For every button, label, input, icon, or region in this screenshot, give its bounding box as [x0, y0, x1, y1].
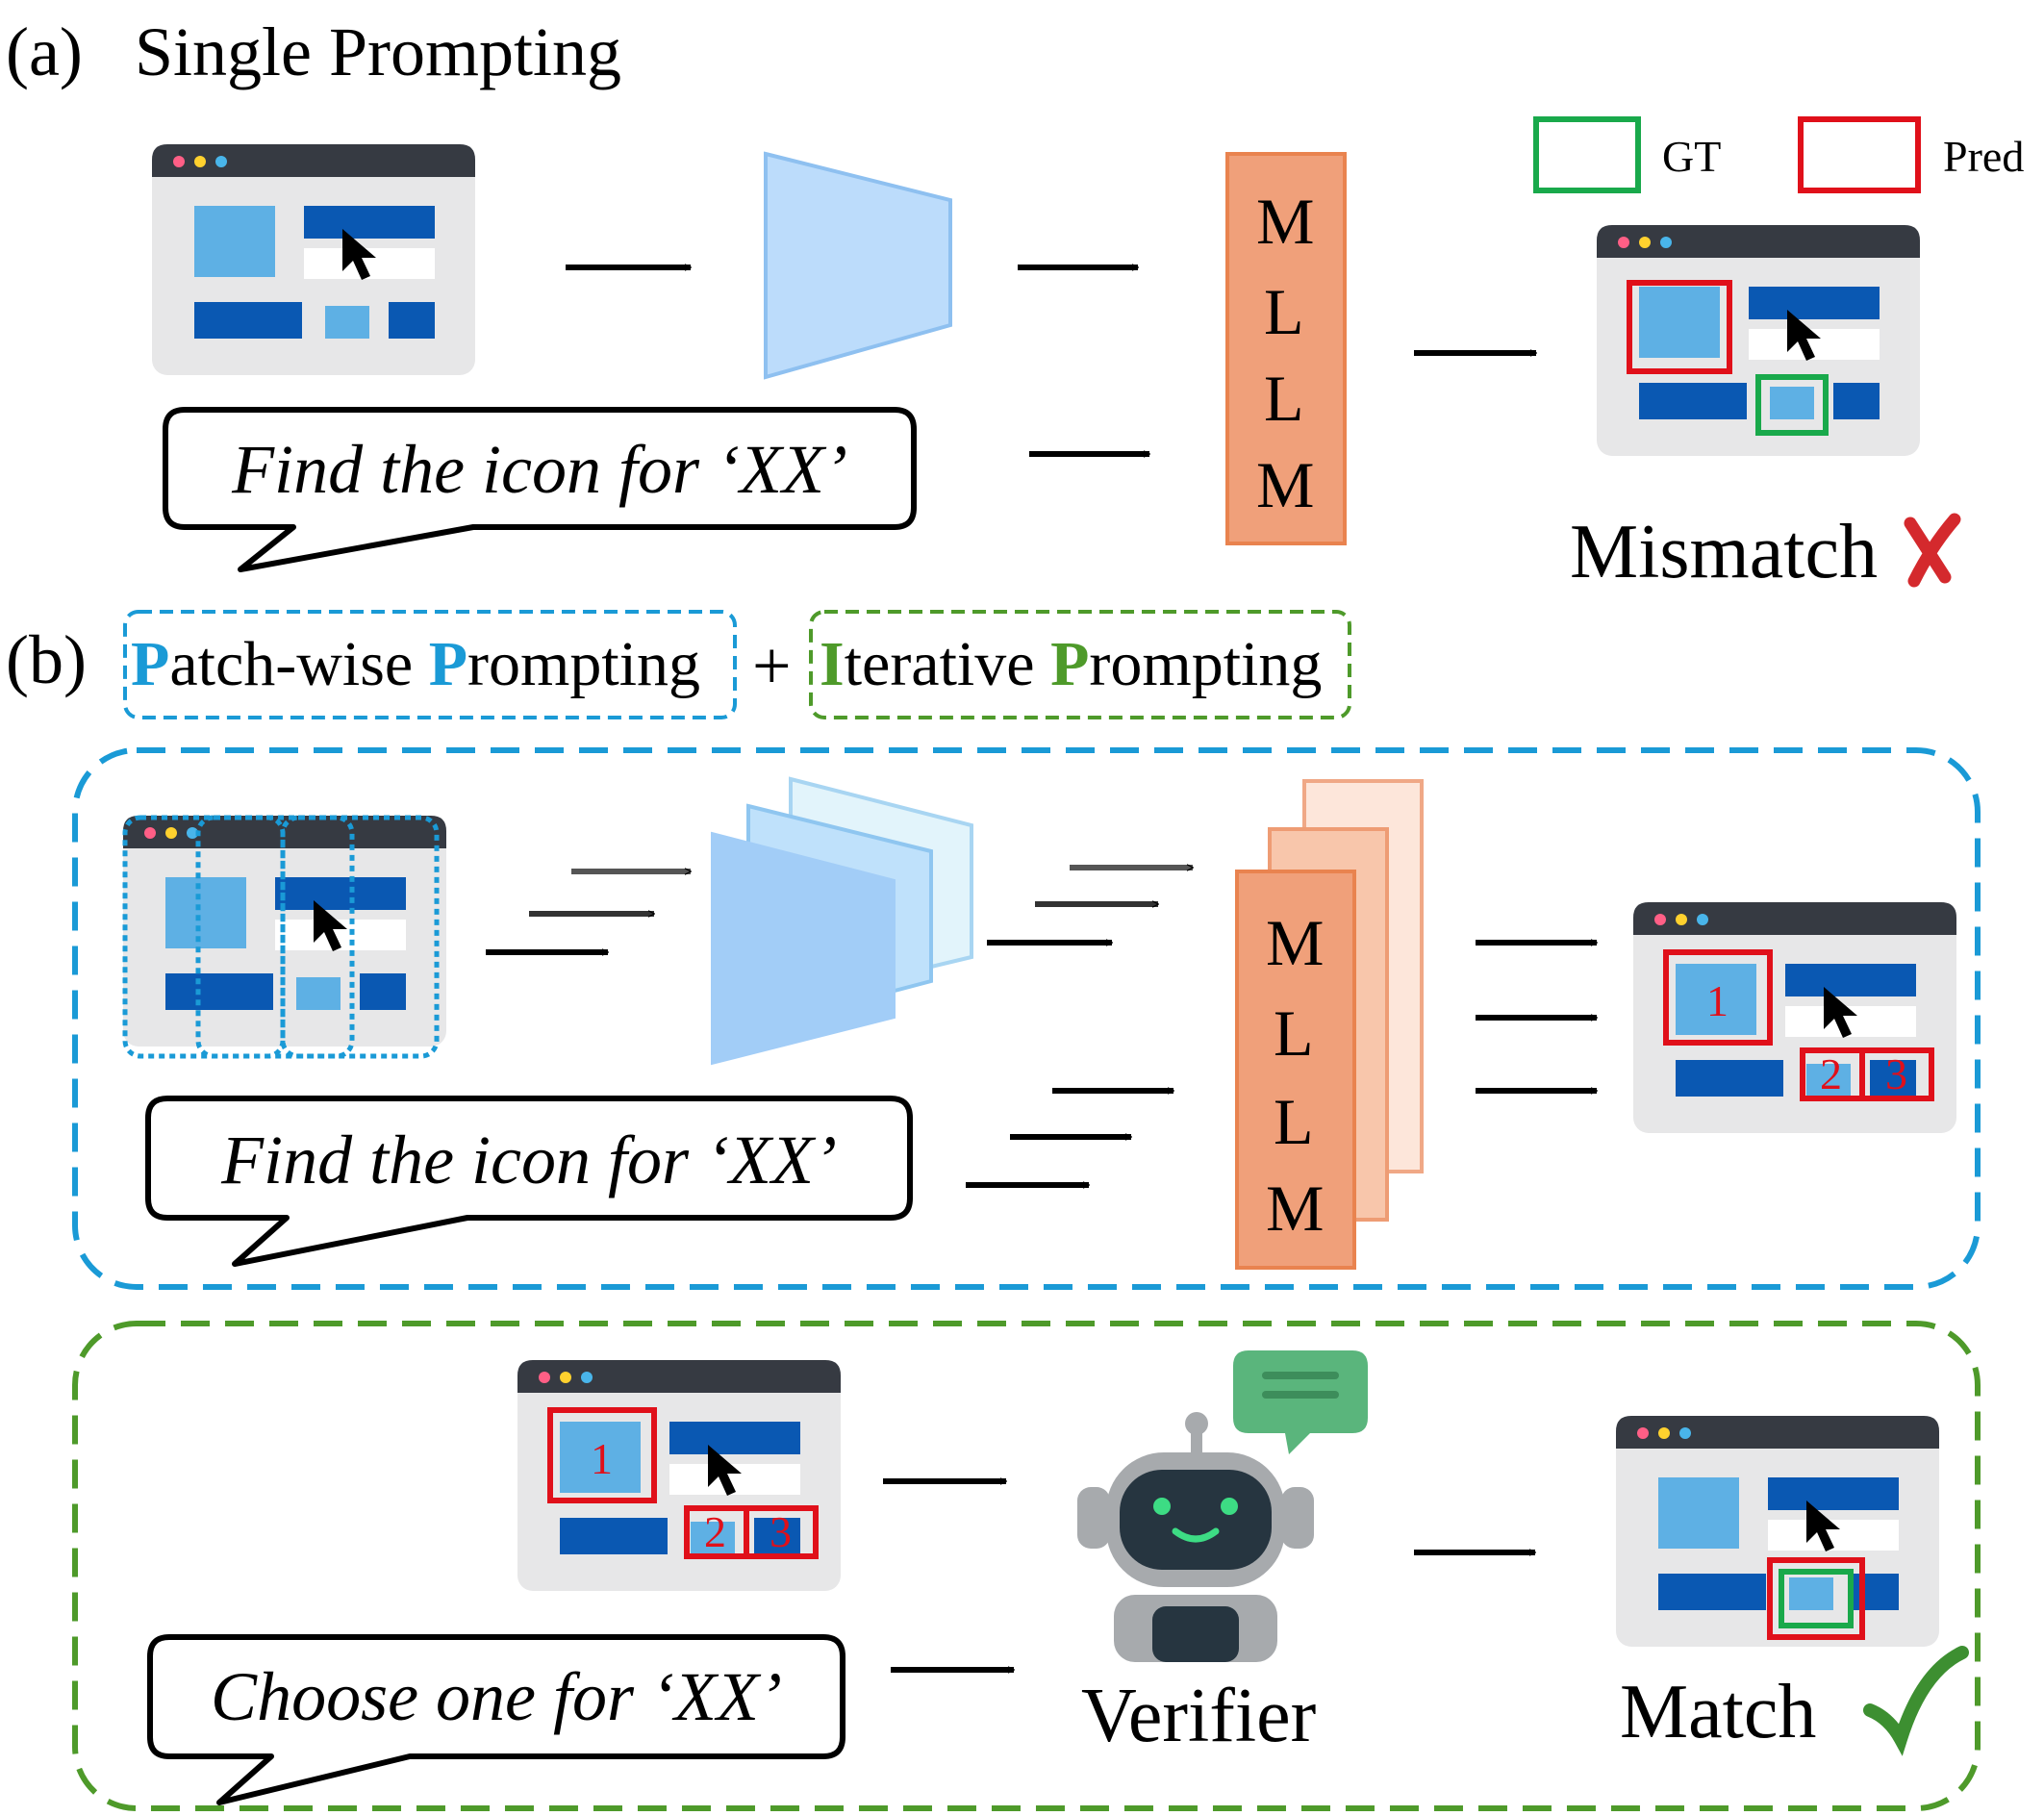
verify-box-1 — [547, 1407, 657, 1503]
prompt-text-c: Choose one for ‘XX’ — [211, 1658, 782, 1735]
final-screenshot — [1616, 1416, 1939, 1647]
legend-pred-label: Pred — [1943, 132, 2025, 181]
iter-prompt-box — [809, 610, 1351, 719]
final-gt-box — [1779, 1569, 1854, 1628]
iter-prompt-title: Iterative Prompting — [820, 629, 1323, 699]
final-pred-box — [1767, 1557, 1865, 1640]
legend-pred-swatch — [1798, 116, 1921, 193]
verify-box-3 — [744, 1505, 819, 1559]
panel-a-label: (a) — [6, 13, 83, 90]
panel-b-label: (b) — [6, 621, 87, 698]
candidate-num-1: 1 — [1706, 976, 1729, 1025]
candidate-num-3: 3 — [1885, 1049, 1907, 1098]
candidate-num-2: 2 — [1820, 1049, 1842, 1098]
mllm-letter-a-3: L — [1264, 362, 1304, 435]
prompt-bubble-b — [145, 1096, 913, 1267]
candidate-box-3 — [1859, 1047, 1934, 1101]
robot-icon — [1077, 1350, 1368, 1662]
vision-encoder-b-1 — [711, 831, 896, 1066]
mllm-block-a — [1225, 152, 1347, 545]
mllm-letter-b-1: M — [1266, 906, 1325, 979]
legend-gt-label: GT — [1662, 132, 1722, 181]
cross-icon — [1904, 513, 1961, 588]
input-screenshot-a — [152, 144, 475, 375]
mllm-letter-a-2: L — [1264, 275, 1304, 348]
prompt-bubble-a — [163, 407, 917, 572]
verify-num-2: 2 — [704, 1507, 726, 1556]
patch-prompt-box — [123, 610, 737, 719]
check-icon — [1863, 1646, 1969, 1756]
legend-gt-swatch — [1533, 116, 1641, 193]
prompt-text-b: Find the icon for ‘XX’ — [221, 1122, 837, 1198]
pred-box-a — [1627, 280, 1732, 374]
mllm-letter-b-4: M — [1266, 1172, 1325, 1245]
result-match: Match — [1620, 1670, 1817, 1754]
iter-region — [72, 1321, 1981, 1811]
patch-region — [72, 747, 1981, 1290]
patch-outline — [122, 815, 440, 1059]
mllm-letter-b-2: L — [1274, 996, 1314, 1070]
result-mismatch: Mismatch — [1570, 510, 1878, 594]
panel-a-title: Single Prompting — [135, 13, 622, 90]
gt-box-a — [1755, 374, 1829, 436]
verifier-label: Verifier — [1081, 1674, 1317, 1758]
prompt-bubble-c — [147, 1634, 845, 1805]
patch-prompt-title: Patch-wise Prompting — [131, 629, 701, 699]
vision-encoder-a — [764, 151, 952, 380]
verify-num-1: 1 — [591, 1434, 613, 1483]
mllm-letter-b-3: L — [1274, 1085, 1314, 1158]
candidate-box-1 — [1663, 949, 1773, 1046]
patch-2 — [280, 815, 355, 1059]
plus-sign: + — [752, 627, 792, 704]
prompt-text-a: Find the icon for ‘XX’ — [232, 431, 847, 508]
mllm-block-b-1 — [1235, 870, 1356, 1270]
mllm-letter-a-4: M — [1256, 448, 1315, 521]
verify-num-3: 3 — [770, 1507, 792, 1556]
mllm-letter-a-1: M — [1256, 185, 1315, 258]
